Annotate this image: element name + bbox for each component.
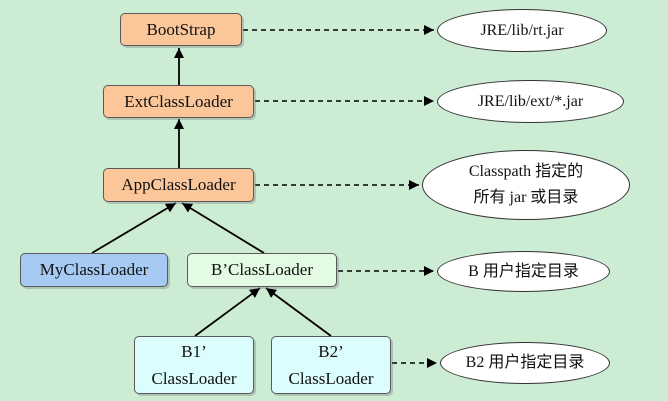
my-class-loader: MyClassLoader bbox=[20, 253, 168, 287]
b-dir-label: B 用户指定目录 bbox=[468, 262, 579, 280]
b1-label: B1’ ClassLoader bbox=[151, 341, 237, 388]
my-label: MyClassLoader bbox=[39, 260, 149, 280]
ext-jar-ellipse: JRE/lib/ext/*.jar bbox=[437, 80, 624, 123]
classpath-label: Classpath 指定的 所有 jar 或目录 bbox=[468, 163, 584, 206]
arrow-b1-to-b bbox=[194, 287, 261, 337]
arrow-b2-to-b bbox=[265, 287, 332, 337]
ext-label: ExtClassLoader bbox=[124, 91, 233, 111]
b1-class-loader: B1’ ClassLoader bbox=[134, 336, 254, 394]
b2-dir-ellipse: B2 用户指定目录 bbox=[440, 342, 610, 384]
arrow-b-to-app bbox=[181, 202, 265, 254]
b2-label: B2’ ClassLoader bbox=[288, 341, 374, 388]
bootstrap-loader: BootStrap bbox=[120, 13, 242, 46]
rt-jar-ellipse: JRE/lib/rt.jar bbox=[437, 9, 607, 52]
b-dir-ellipse: B 用户指定目录 bbox=[437, 251, 610, 292]
b2-dir-label: B2 用户指定目录 bbox=[465, 354, 585, 372]
arrow-my-to-app bbox=[91, 202, 177, 254]
b-class-loader: B’ClassLoader bbox=[187, 253, 337, 287]
app-class-loader: AppClassLoader bbox=[103, 168, 254, 202]
rt-jar-label: JRE/lib/rt.jar bbox=[480, 21, 564, 39]
ext-jar-label: JRE/lib/ext/*.jar bbox=[477, 92, 584, 110]
b-label: B’ClassLoader bbox=[211, 260, 313, 280]
classpath-ellipse: Classpath 指定的 所有 jar 或目录 bbox=[422, 150, 630, 220]
bootstrap-label: BootStrap bbox=[146, 19, 216, 39]
b2-class-loader: B2’ ClassLoader bbox=[271, 336, 391, 394]
app-label: AppClassLoader bbox=[121, 175, 236, 195]
ext-class-loader: ExtClassLoader bbox=[103, 85, 254, 118]
